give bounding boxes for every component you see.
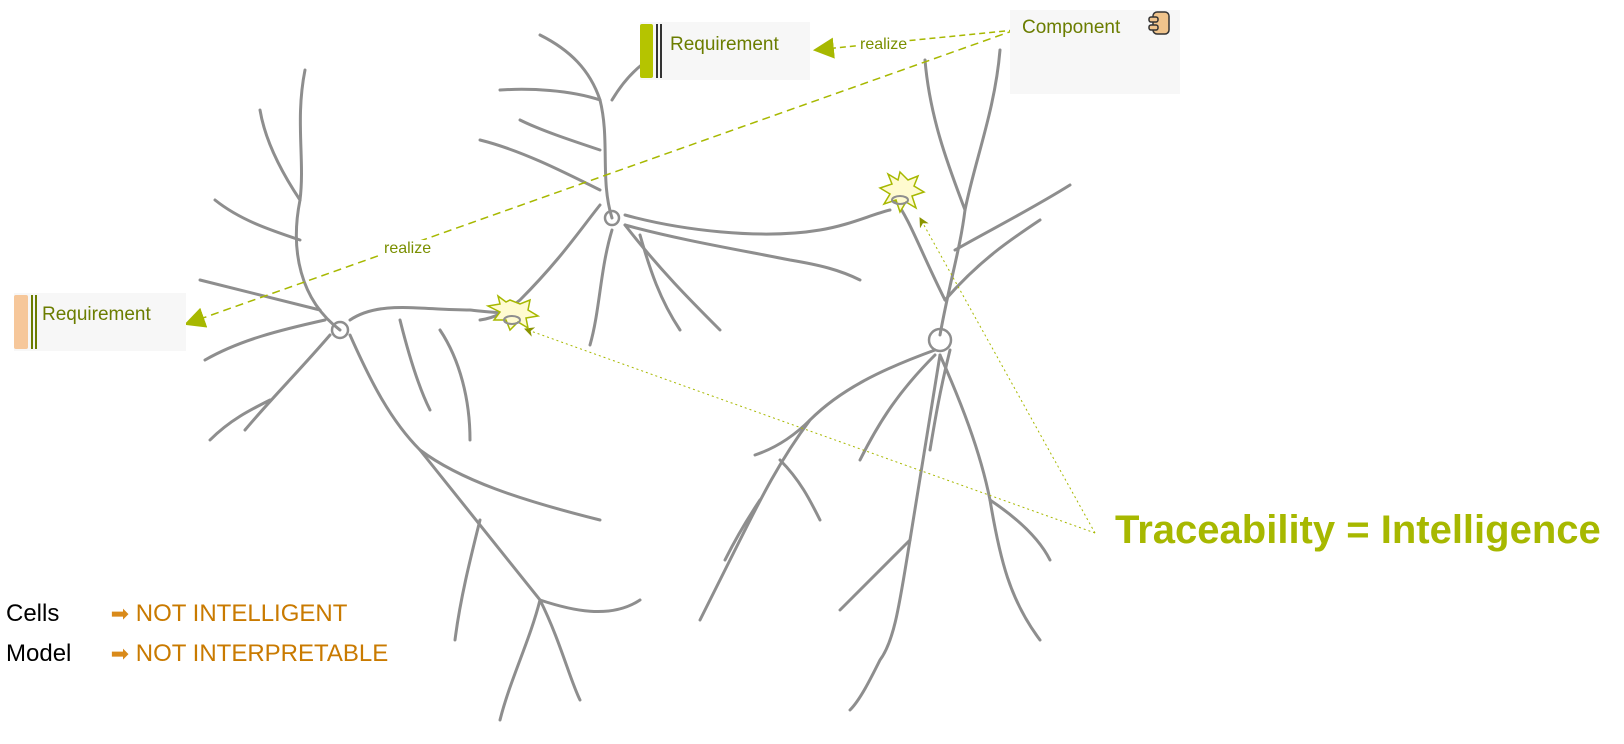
neuron-middle xyxy=(480,35,890,345)
connector-label-realize: realize xyxy=(382,240,433,258)
arrow-right-icon: ➡ xyxy=(111,641,129,666)
legend-value: NOT INTELLIGENT xyxy=(136,600,348,627)
component-element[interactable]: Component xyxy=(1010,10,1180,94)
requirement-stereotype-bar xyxy=(640,24,653,78)
trace-line-right-synapse xyxy=(920,218,1095,533)
legend-key: Cells xyxy=(6,600,104,628)
requirement-label: Requirement xyxy=(42,304,151,326)
legend-row-model: Model ➡ NOT INTERPRETABLE xyxy=(6,640,388,668)
requirement-stereotype-line xyxy=(660,24,662,78)
requirement-element-top[interactable]: Requirement xyxy=(640,22,810,80)
spark-icon xyxy=(880,172,924,212)
requirement-label: Requirement xyxy=(670,34,779,56)
component-label: Component xyxy=(1022,17,1120,39)
requirement-stereotype-line xyxy=(35,295,37,349)
connector-label-realize: realize xyxy=(858,36,909,54)
connectors xyxy=(186,30,1095,533)
legend-value: NOT INTERPRETABLE xyxy=(136,640,389,667)
neuron-right xyxy=(700,50,1070,710)
requirement-stereotype-line xyxy=(656,24,658,78)
requirement-stereotype-bar xyxy=(14,295,28,349)
requirement-element-left[interactable]: Requirement xyxy=(14,293,186,351)
component-icon xyxy=(1146,10,1172,38)
arrow-right-icon: ➡ xyxy=(111,601,129,626)
legend-row-cells: Cells ➡ NOT INTELLIGENT xyxy=(6,600,347,628)
headline: Traceability = Intelligence xyxy=(1115,508,1601,553)
requirement-stereotype-line xyxy=(31,295,33,349)
legend-key: Model xyxy=(6,640,104,668)
